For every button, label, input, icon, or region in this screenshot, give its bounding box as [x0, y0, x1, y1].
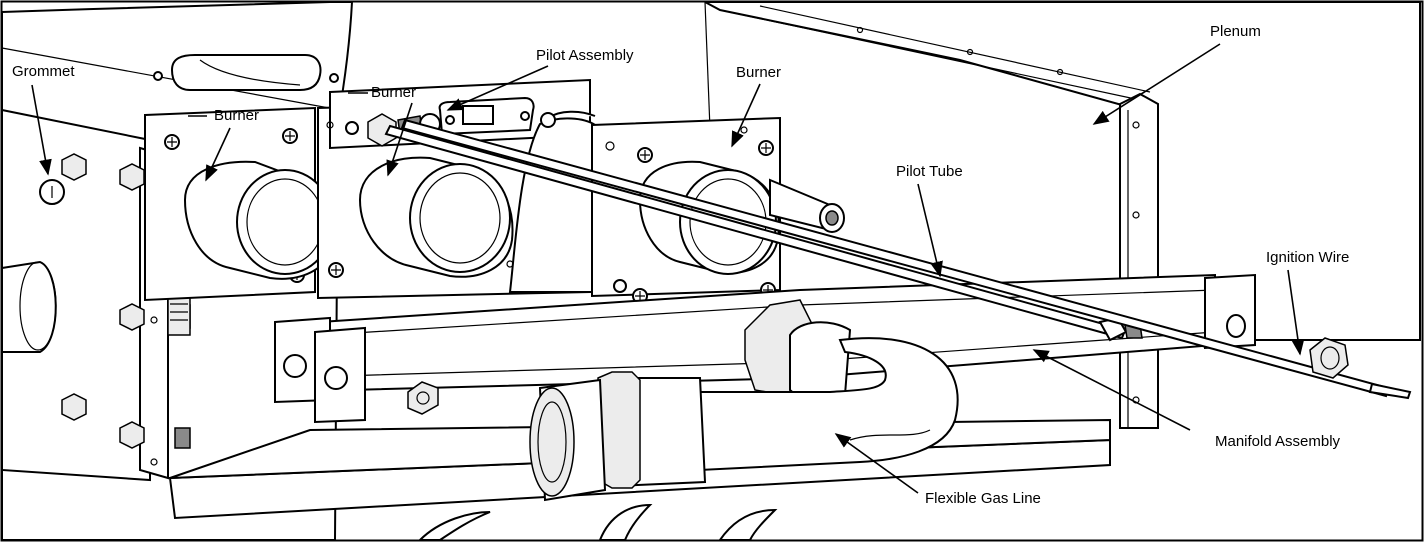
leader-pilot-assembly — [446, 65, 549, 111]
label-grommet: Grommet — [12, 63, 75, 80]
leader-flexible-gas-line — [834, 433, 919, 494]
label-burner-right: Burner — [736, 64, 781, 81]
label-flexible-gas-line: Flexible Gas Line — [925, 490, 1041, 507]
ignition-wire-part — [400, 118, 1412, 400]
burner-left-part — [144, 106, 334, 302]
pilot-tube-part — [384, 124, 1143, 342]
leader-burner-right — [731, 83, 761, 148]
leader-manifold-assembly — [1032, 349, 1191, 431]
leader-pilot-tube — [917, 183, 943, 278]
left-side-panel — [1, 108, 191, 482]
leader-grommet — [31, 84, 52, 176]
leader-burner-center — [386, 102, 413, 177]
label-pilot-assembly: Pilot Assembly — [536, 47, 634, 64]
leader-plenum — [1092, 43, 1221, 125]
label-plenum: Plenum — [1210, 23, 1261, 40]
label-ignition-wire: Ignition Wire — [1266, 249, 1349, 266]
flexible-gas-line-part — [529, 299, 959, 502]
label-burner-center: Burner — [371, 84, 416, 101]
leader-ignition-wire — [1287, 269, 1305, 356]
label-pilot-tube: Pilot Tube — [896, 163, 963, 180]
label-manifold-assembly: Manifold Assembly — [1215, 433, 1341, 450]
leader-burner-left — [205, 127, 231, 182]
label-burner-left: Burner — [214, 107, 259, 124]
burner-right-part — [508, 110, 845, 304]
